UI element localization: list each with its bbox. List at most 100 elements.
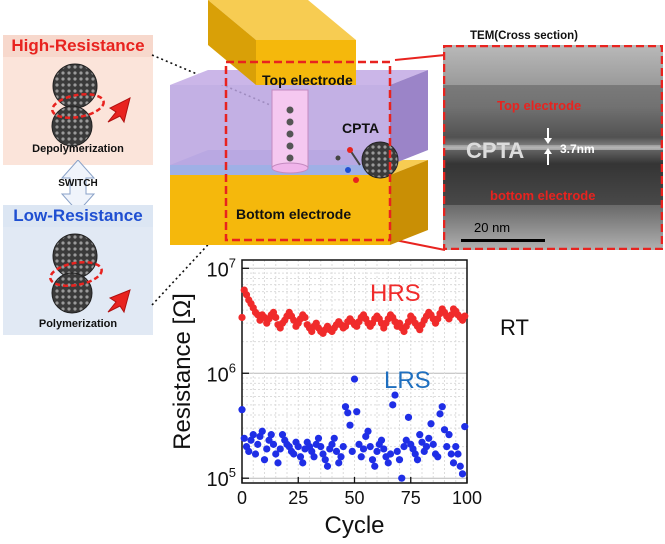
lrs-point (411, 450, 419, 458)
lrs-point (404, 413, 413, 421)
lrs-point (328, 440, 336, 448)
lrs-point (447, 450, 455, 458)
lrs-point (391, 391, 399, 399)
device-schematic (170, 0, 428, 245)
hrs-point (461, 312, 469, 320)
lrs-point (425, 434, 433, 442)
switch-arrow-icon (60, 160, 96, 212)
tem-top-electrode-label: Top electrode (497, 98, 582, 113)
lrs-point (400, 443, 408, 451)
lrs-point (332, 447, 341, 456)
lrs-point (373, 447, 381, 456)
x-tick-label: 75 (401, 488, 421, 508)
lrs-point (238, 406, 246, 414)
lrs-point (330, 434, 338, 442)
y-tick-label: 107 (207, 255, 236, 281)
hrs-point (301, 313, 309, 322)
x-tick-label: 100 (452, 488, 482, 508)
lrs-point (440, 426, 449, 434)
lrs-point (434, 453, 442, 461)
lrs-point (395, 456, 404, 464)
fullerene-dimer-depolymerized-icon (51, 63, 131, 147)
hrs-annotation: HRS (370, 280, 421, 307)
lrs-point (245, 447, 253, 456)
lrs-point (398, 474, 406, 482)
lrs-point (299, 459, 307, 467)
lrs-point (317, 443, 325, 451)
lrs-point (366, 443, 374, 451)
polymerization-label: Polymerization (38, 318, 118, 330)
lrs-point (344, 409, 352, 417)
lrs-point (449, 459, 458, 467)
y-tick-label: 106 (207, 360, 236, 386)
tem-scale-label: 20 nm (474, 220, 511, 235)
lrs-point (310, 453, 318, 461)
y-axis-label: Resistance [Ω] (169, 293, 196, 450)
lrs-point (445, 431, 453, 439)
lrs-point (269, 440, 278, 448)
lrs-point (461, 423, 469, 431)
tem-thickness-label: 3.7nm (560, 142, 595, 156)
lrs-point (294, 443, 302, 451)
lrs-point (323, 462, 332, 470)
tem-title: TEM(Cross section) (470, 30, 578, 42)
lrs-point (339, 443, 347, 451)
depolymerization-label: Depolymerization (32, 143, 124, 155)
lrs-point (337, 453, 345, 461)
x-axis-label: Cycle (324, 512, 384, 539)
lrs-point (296, 453, 305, 461)
lrs-point (416, 431, 424, 439)
lrs-point (452, 443, 460, 451)
low-resistance-label: Low-Resistance (3, 205, 153, 227)
lrs-point (314, 434, 323, 442)
lrs-point (418, 438, 426, 446)
lrs-point (368, 456, 377, 464)
lrs-point (263, 445, 271, 453)
lrs-point (272, 450, 280, 458)
lrs-point (458, 470, 467, 478)
hrs-point (272, 313, 280, 322)
tem-bottom-electrode-label: bottom electrode (490, 188, 596, 203)
lrs-point (371, 462, 379, 470)
rt-annotation: RT (500, 315, 529, 340)
lrs-point (384, 459, 392, 467)
lrs-point (274, 459, 282, 467)
hrs-point (238, 313, 246, 322)
y-tick-label: 105 (207, 465, 236, 491)
lrs-point (427, 420, 435, 428)
lrs-point (251, 450, 260, 458)
tem-cpta-label: CPTA (466, 138, 525, 163)
lrs-point (386, 450, 395, 458)
x-tick-label: 0 (237, 488, 247, 508)
lrs-point (377, 436, 386, 444)
lrs-point (389, 401, 397, 409)
tem-image (443, 45, 663, 250)
lrs-point (254, 440, 262, 448)
lrs-point (456, 462, 464, 470)
lrs-point (258, 427, 266, 435)
lrs-point (260, 456, 269, 464)
bottom-electrode-label: Bottom electrode (236, 206, 352, 222)
lrs-point (240, 434, 248, 442)
fullerene-dimer-polymerized-icon (49, 233, 131, 314)
lrs-point (249, 431, 257, 439)
lrs-point (350, 375, 359, 383)
lrs-point (267, 431, 275, 439)
lrs-point (319, 450, 327, 458)
lrs-point (335, 459, 343, 467)
lrs-point (438, 403, 446, 411)
lrs-point (357, 453, 365, 461)
lrs-point (436, 410, 444, 418)
cpta-label: CPTA (342, 120, 380, 136)
lrs-point (422, 443, 431, 451)
x-tick-label: 25 (288, 488, 308, 508)
lrs-point (380, 445, 388, 453)
lrs-point (359, 445, 368, 453)
lrs-point (443, 443, 451, 451)
lrs-point (429, 440, 437, 448)
lrs-annotation: LRS (384, 367, 431, 394)
lrs-point (364, 427, 372, 435)
high-resistance-label: High-Resistance (3, 35, 153, 57)
lrs-point (348, 447, 356, 456)
